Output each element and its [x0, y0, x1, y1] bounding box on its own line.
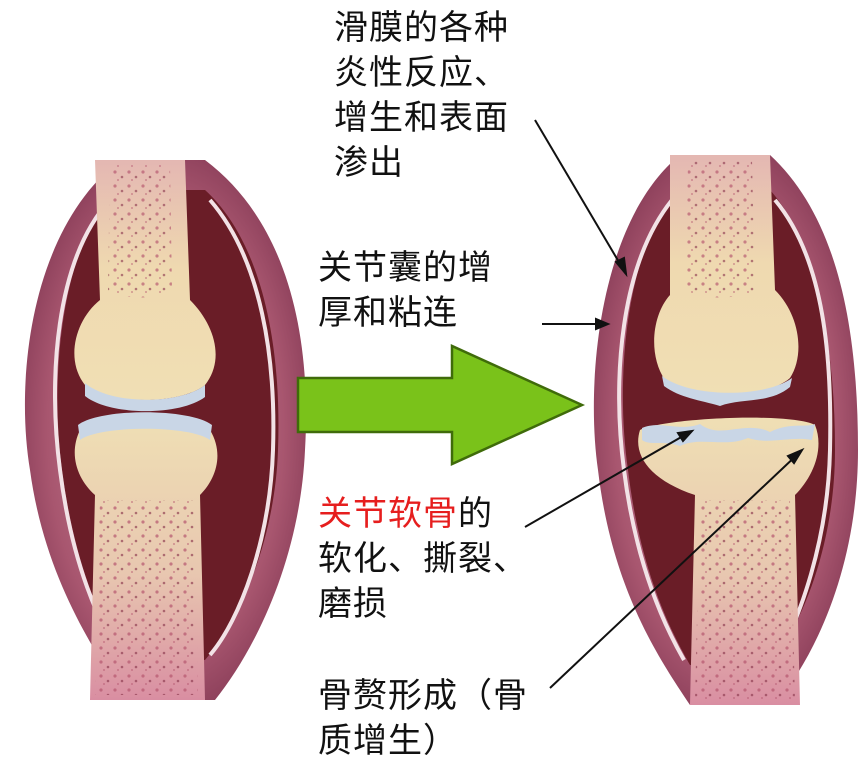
- capsule-label-line: 厚和粘连: [318, 291, 493, 336]
- capsule-label-line: 关节囊的增: [318, 246, 493, 291]
- left-lower-bone-marrow: [95, 500, 198, 695]
- osteophyte-label-line: 质增生）: [318, 719, 528, 764]
- cartilage-label-line: 软化、撕裂、: [318, 537, 528, 582]
- synovium-label-line: 增生和表面: [334, 96, 509, 141]
- synovium-label: 滑膜的各种 炎性反应、 增生和表面 渗出: [334, 6, 509, 186]
- cartilage-label: 关节软骨的 软化、撕裂、 磨损: [318, 492, 528, 627]
- cartilage-label-line: 关节软骨的: [318, 492, 528, 537]
- cartilage-label-line: 磨损: [318, 582, 528, 627]
- cartilage-label-highlight: 关节软骨: [318, 494, 458, 534]
- synovium-label-line: 炎性反应、: [334, 51, 509, 96]
- left-upper-bone-marrow: [108, 165, 172, 298]
- synovium-label-line: 渗出: [334, 141, 509, 186]
- synovium-label-line: 滑膜的各种: [334, 6, 509, 51]
- right-joint: [594, 155, 858, 705]
- right-lower-bone-marrow: [695, 500, 795, 700]
- osteophyte-label-line: 骨赘形成（骨: [318, 674, 528, 719]
- right-arrow-icon: [298, 346, 582, 464]
- capsule-label: 关节囊的增 厚和粘连: [318, 246, 493, 336]
- cartilage-label-suffix: 的: [458, 494, 493, 534]
- right-upper-bone-marrow: [686, 160, 755, 298]
- pointer-synovium: [535, 120, 626, 274]
- osteophyte-label: 骨赘形成（骨 质增生）: [318, 674, 528, 764]
- left-joint: [25, 160, 306, 700]
